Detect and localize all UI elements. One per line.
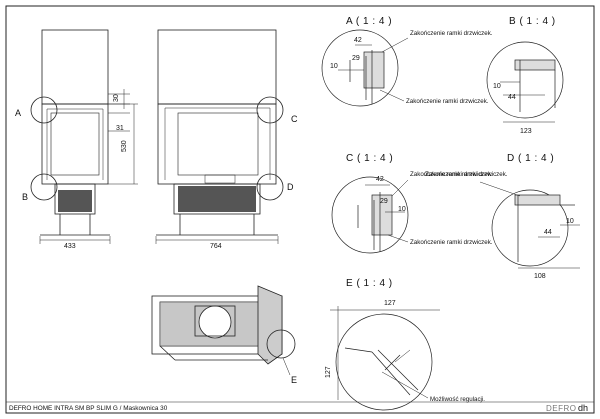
detail-a-note-1: Zakończenie ramki drzwiczek. <box>410 30 493 37</box>
left-base-fill <box>58 190 92 212</box>
brand-mark-icon: dh <box>578 403 588 413</box>
left-elevation-view <box>30 29 138 244</box>
detail-b <box>486 41 564 123</box>
detail-e-dim-1: 127 <box>384 300 396 307</box>
detail-a <box>321 29 399 107</box>
detail-c-note-2: Zakończenie ramki drzwiczek. <box>410 239 493 246</box>
detail-b-label: B ( 1 : 4 ) <box>509 16 556 27</box>
detail-d <box>491 189 580 269</box>
detail-d-note-1: Zakończenie ramki drzwiczek. <box>425 171 508 178</box>
detail-c-dim-2: 29 <box>380 198 388 205</box>
callout-label-b: B <box>22 192 28 202</box>
detail-b-dim-3: 123 <box>520 128 532 135</box>
detail-e-dim-2: 127 <box>325 366 332 378</box>
detail-a-dim-1: 42 <box>354 37 362 44</box>
detail-a-dim-2: 29 <box>352 55 360 62</box>
left-base <box>54 183 96 215</box>
front-base <box>173 183 261 215</box>
detail-a-note-2: Zakończenie ramki drzwiczek. <box>406 98 489 105</box>
detail-a-dim-3: 10 <box>330 63 338 70</box>
plan-flue-circle <box>198 305 232 339</box>
callout-circle-b <box>30 173 58 201</box>
callout-label-a: A <box>15 108 21 118</box>
sheet-border <box>5 5 595 414</box>
detail-d-dim-2: 44 <box>544 229 552 236</box>
callout-circle-c <box>256 96 284 124</box>
front-glass <box>177 112 259 176</box>
detail-e-note-1: Możliwość regulacji. <box>430 396 485 403</box>
front-elevation-view <box>155 29 284 244</box>
detail-a-label: A ( 1 : 4 ) <box>346 16 392 27</box>
callout-label-e: E <box>291 375 297 385</box>
left-upper-body <box>41 29 109 105</box>
callout-circle-a <box>30 96 58 124</box>
dim-left-width: 433 <box>64 243 76 250</box>
detail-d-dim-1: 10 <box>566 218 574 225</box>
detail-c-dim-3: 10 <box>398 206 406 213</box>
detail-d-label: D ( 1 : 4 ) <box>507 153 554 164</box>
detail-c-note-1: Zakończenie ramki drzwiczek. <box>410 171 493 178</box>
callout-circle-d <box>256 173 284 201</box>
callout-label-c: C <box>291 114 298 124</box>
plan-view <box>151 285 296 376</box>
detail-b-dim-1: 10 <box>493 83 501 90</box>
detail-e <box>330 306 440 411</box>
detail-c-label: C ( 1 : 4 ) <box>346 153 393 164</box>
dim-front-width: 764 <box>210 243 222 250</box>
dim-left-height: 530 <box>121 140 128 152</box>
detail-b-dim-2: 44 <box>508 94 516 101</box>
front-upper-body <box>157 29 277 105</box>
detail-c-dim-1: 42 <box>376 176 384 183</box>
brand-logo: DEFRO <box>546 404 577 413</box>
detail-c <box>331 176 409 254</box>
callout-circle-e <box>266 329 296 359</box>
left-glass <box>50 112 100 176</box>
dim-left-top: 30 <box>113 94 120 102</box>
callout-label-d: D <box>287 182 294 192</box>
left-front-frame <box>41 103 109 185</box>
title-block-text: DEFRO HOME INTRA SM BP SLIM G / Maskowni… <box>9 405 168 412</box>
detail-e-label: E ( 1 : 4 ) <box>346 278 393 289</box>
dim-left-side: 31 <box>116 125 124 132</box>
detail-d-dim-3: 108 <box>534 273 546 280</box>
